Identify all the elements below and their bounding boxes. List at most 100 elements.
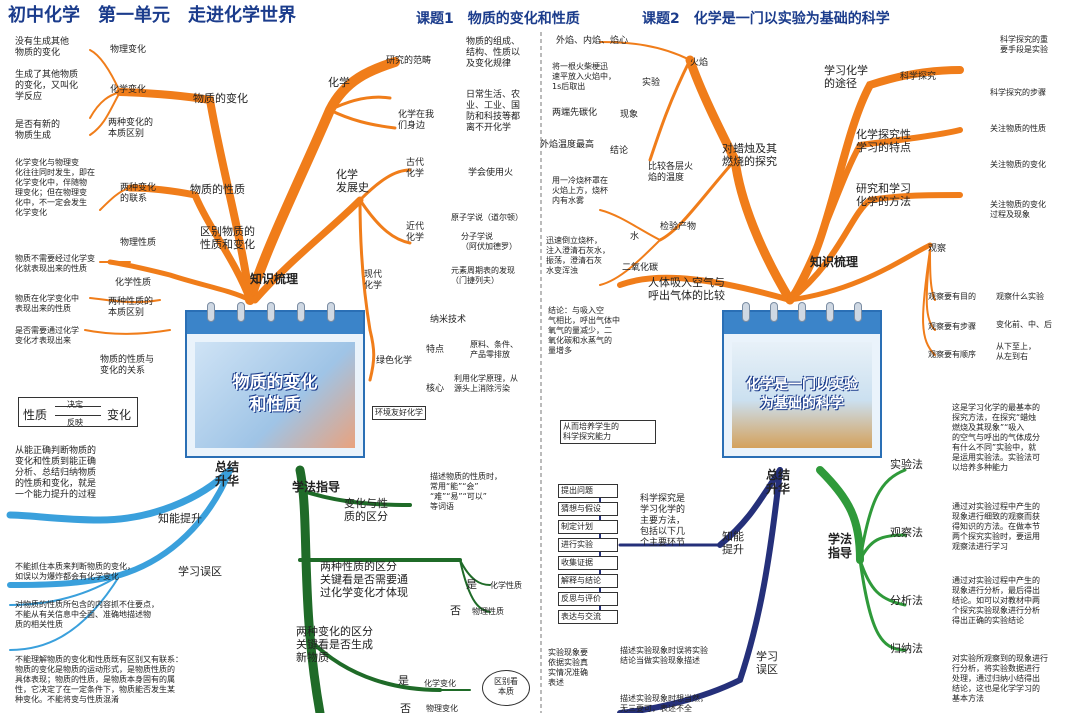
right-ability-label: 知能 提升 bbox=[722, 530, 744, 556]
chem-around: 化学在我 们身边 bbox=[398, 110, 435, 131]
change-n2b: 化学变化 bbox=[110, 85, 147, 95]
history-feature-desc: 原料、条件、 产品零排放 bbox=[470, 340, 518, 359]
breath-conclusion: 结论：与吸入空 气相比，呼出气体中 氧气的量减少，二 氧化碳和水蒸气的 量增多 bbox=[548, 306, 620, 355]
property-p2: 物质在化学变化中 表现出来的性质 bbox=[15, 294, 79, 313]
method-ana-desc: 通过对实验过程中产生的 现象进行分析，最后得出 结论。如可以对教材中两 个探究实… bbox=[952, 576, 1040, 625]
left-summary-label: 总结 升华 bbox=[215, 460, 240, 488]
history-ancient-desc: 学会使用火 bbox=[468, 168, 514, 178]
property-diff: 区别物质的 性质和变化 bbox=[200, 225, 255, 251]
change-n1b: 物理变化 bbox=[110, 45, 147, 55]
relation-reflect: 反映 bbox=[67, 418, 83, 427]
lesson1-title: 课题1 物质的变化和性质 bbox=[416, 11, 580, 27]
observe-o2: 观察要有步骤 bbox=[928, 322, 976, 331]
page-header: 初中化学 第一单元 走进化学世界 课题1 物质的变化和性质 课题2 化学是一门以… bbox=[0, 0, 1067, 32]
approach-label: 研究和学习 化学的方法 bbox=[856, 182, 911, 208]
property-p1: 物质不需要经过化学变 化就表现出来的性质 bbox=[15, 254, 95, 273]
history-green: 绿色化学 bbox=[376, 356, 413, 366]
ability-core: 科学探究是 学习化学的 主要方法， 包括以下几 个主要环节 bbox=[640, 494, 686, 548]
property-p1b: 物理性质 bbox=[120, 238, 157, 248]
left-mistake-m2: 对物质的性质所包含的内容抓不住要点， 不能从有关信息中全面、准确地描述物 质的相… bbox=[15, 600, 159, 629]
guide-g1-desc: 描述物质的性质时， 常用“能”“会” “难”“易”“可以” 等词语 bbox=[430, 472, 502, 511]
way-i2: 科学探究的步骤 bbox=[990, 88, 1046, 97]
guide-yes: 是 bbox=[466, 578, 477, 591]
left-knowledge-label: 知识梳理 bbox=[250, 272, 299, 286]
step-item: 提出问题 bbox=[558, 484, 618, 498]
feature-label: 化学探究性 学习的特点 bbox=[856, 128, 911, 154]
property-label: 物质的性质 bbox=[190, 183, 245, 196]
history-modern: 现代 化学 bbox=[364, 270, 383, 291]
step-item: 收集证据 bbox=[558, 556, 618, 570]
right-mistake-m1: 描述实验现象时误将实验 结论当做实验现象描述 bbox=[620, 646, 708, 665]
unit-title: 初中化学 第一单元 走进化学世界 bbox=[8, 5, 296, 26]
relation-change: 变化 bbox=[107, 408, 132, 422]
method-ind-desc: 对实验所观察到的现象进行 行分析，将实验数据进行 处理，通过归纳小结得出 结论，… bbox=[952, 654, 1048, 703]
left-method-label: 学法指导 bbox=[292, 480, 341, 494]
guide-g1: 变化与性 质的区分 bbox=[344, 497, 388, 523]
observe-label: 观察 bbox=[928, 244, 947, 254]
breath-label: 人体吸入空气与 呼出气体的比较 bbox=[648, 276, 725, 302]
lab-flask-image: 物质的变化 和性质 bbox=[195, 342, 355, 448]
candle-co2-desc: 迅速倒立烧杯， 注入澄清石灰水， 振荡，澄清石灰 水变浑浊 bbox=[546, 236, 610, 275]
candle-label: 对蜡烛及其 燃烧的探究 bbox=[722, 142, 777, 168]
chem-around-desc: 日常生活、农 业、工业、国 防和科技等都 离不开化学 bbox=[466, 90, 521, 133]
right-center-card: 化学是一门以实验 为基础的科学 bbox=[722, 302, 882, 458]
chem-scope-desc: 物质的组成、 结构、性质以 及变化规律 bbox=[466, 37, 521, 69]
history-friendly: 环境友好化学 bbox=[372, 406, 426, 420]
approach-a1: 关注物质的变化 过程及现象 bbox=[990, 200, 1046, 219]
method-ana: 分析法 bbox=[890, 594, 923, 607]
way-label: 学习化学 的途径 bbox=[824, 64, 868, 90]
history-nano: 纳米技术 bbox=[430, 315, 467, 325]
chem-label: 化学 bbox=[328, 76, 350, 89]
right-summary-label: 总结 升华 bbox=[766, 468, 791, 496]
candle-product: 检验产物 bbox=[660, 222, 697, 232]
guide-no: 否 bbox=[450, 604, 461, 617]
right-mistake-label: 学习 误区 bbox=[756, 650, 778, 676]
observe-o3d: 从下至上， 从左到右 bbox=[996, 342, 1036, 361]
left-mistake-m1: 不能抓住本质来判断物质的变化， 如误以为爆炸都会有化学变化 bbox=[15, 562, 135, 581]
method-exp: 实验法 bbox=[890, 458, 923, 471]
history-nm2: 分子学说 （阿伏加德罗） bbox=[461, 232, 517, 251]
change-n2: 生成了其他物质 的变化，又叫化 学反应 bbox=[15, 70, 79, 102]
right-center-title: 化学是一门以实验 为基础的科学 bbox=[746, 377, 858, 412]
candle-flame: 火焰 bbox=[690, 58, 709, 68]
candle-water: 水 bbox=[630, 232, 640, 242]
observe-o2d: 变化前、中、后 bbox=[996, 320, 1052, 329]
step-item: 猜想与假设 bbox=[558, 502, 618, 516]
step-item: 进行实验 bbox=[558, 538, 618, 552]
history-nm3: 元素周期表的发现 （门捷列夫） bbox=[451, 266, 515, 285]
step-item: 制定计划 bbox=[558, 520, 618, 534]
left-ability-text: 从能正确判断物质的 变化和性质到能正确 分析、总结归纳物质 的性质和变化，就是 … bbox=[15, 446, 97, 500]
change-n4b: 两种变化 的联系 bbox=[120, 183, 157, 204]
change-n3b: 两种变化的 本质区别 bbox=[108, 118, 154, 139]
candle-concl-desc: 外焰温度最高 bbox=[540, 140, 595, 150]
candle-compare: 比较各层火 焰的温度 bbox=[648, 162, 694, 183]
method-exp-desc: 这是学习化学的最基本的 探究方法，在探究“蜡烛 燃烧及其现象”“吸入 的空气与呼… bbox=[952, 403, 1040, 472]
right-mistake-m2: 描述实验现象时想当然， 无三要可，表述不全 bbox=[620, 694, 708, 713]
feature-f1: 关注物质的性质 bbox=[990, 124, 1046, 133]
ability-top-box: 从而培养学生的 科学探究能力 bbox=[560, 420, 656, 444]
method-obs-desc: 通过对实验过程中产生的 现象进行细致的观察而获 得知识的方法。在做本节 两个探究… bbox=[952, 502, 1040, 551]
history-core-desc: 利用化学原理，从 源头上消除污染 bbox=[454, 374, 518, 393]
right-knowledge-label: 知识梳理 bbox=[810, 255, 859, 269]
property-p2b: 化学性质 bbox=[115, 278, 152, 288]
beaker-image: 化学是一门以实验 为基础的科学 bbox=[732, 342, 872, 448]
candle-co2: 二氧化碳 bbox=[622, 263, 659, 273]
right-method-label: 学法 指导 bbox=[828, 532, 853, 560]
left-mistake-label: 学习误区 bbox=[178, 565, 222, 578]
way-i1: 科学探究的重 要手段是实验 bbox=[1000, 35, 1048, 54]
guide-no2-desc: 物理变化 bbox=[426, 704, 458, 713]
guide-essence-bubble: 区别看 本质 bbox=[482, 670, 530, 706]
relation-decide: 决定 bbox=[67, 400, 83, 409]
history-ancient: 古代 化学 bbox=[406, 158, 425, 179]
left-center-title: 物质的变化 和性质 bbox=[232, 373, 318, 415]
guide-yes2-desc: 化学变化 bbox=[424, 679, 456, 688]
guide-yes2: 是 bbox=[398, 674, 409, 687]
left-mistake-m3: 不能理解物质的变化和性质既有区别又有联系： 物质的变化是物质的运动形式，是物质性… bbox=[15, 655, 183, 704]
history-label: 化学 发展史 bbox=[336, 168, 369, 194]
candle-exp: 实验 bbox=[642, 78, 661, 88]
candle-concl: 结论 bbox=[610, 146, 629, 156]
change-label: 物质的变化 bbox=[193, 92, 248, 105]
guide-g3: 两种变化的区分 关键看是否生成 新物质 bbox=[296, 625, 373, 664]
guide-yes-desc: 化学性质 bbox=[490, 581, 522, 590]
